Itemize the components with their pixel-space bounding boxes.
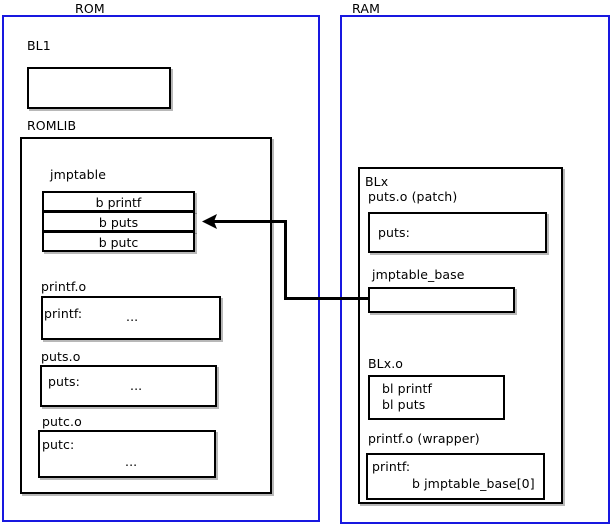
jmptable-label: jmptable xyxy=(50,167,107,182)
puts-patch-symbol: puts: xyxy=(378,225,410,240)
blx-o-line-1: bl printf xyxy=(382,381,433,396)
blx-container xyxy=(358,167,563,504)
ram-region xyxy=(340,15,610,524)
jmptable-row-2: b putc xyxy=(42,231,195,252)
jmptable-base-label: jmptable_base xyxy=(372,267,465,282)
printf-wrapper-line-2: b jmptable_base[0] xyxy=(412,476,535,491)
printf-wrapper-label: printf.o (wrapper) xyxy=(368,431,480,446)
printf-wrapper-box: printf: b jmptable_base[0] xyxy=(366,453,545,500)
puts-patch-label: puts.o (patch) xyxy=(368,189,458,204)
jmptable-row-1-text: b puts xyxy=(98,215,139,230)
rom-printf-o-box: printf: ... xyxy=(41,296,221,340)
rom-region-label: ROM xyxy=(75,1,105,16)
connector-segment-horizontal-upper xyxy=(212,220,287,223)
jmptable-base-box xyxy=(368,287,515,313)
romlib-label: ROMLIB xyxy=(27,118,77,133)
jmptable-row-1: b puts xyxy=(42,211,195,232)
bl1-label: BL1 xyxy=(27,38,51,53)
rom-putc-o-label: putc.o xyxy=(42,414,82,429)
printf-wrapper-line-1: printf: xyxy=(372,459,411,474)
rom-putc-ellipsis: ... xyxy=(125,454,138,469)
rom-puts-o-box: puts: ... xyxy=(40,365,217,407)
rom-printf-ellipsis: ... xyxy=(126,309,139,324)
ram-region-label: RAM xyxy=(352,1,381,16)
rom-putc-o-box: putc: ... xyxy=(38,430,216,478)
rom-puts-o-label: puts.o xyxy=(41,349,81,364)
jmptable-row-0-text: b printf xyxy=(95,195,142,210)
rom-puts-ellipsis: ... xyxy=(130,378,143,393)
blx-label: BLx xyxy=(365,174,389,189)
puts-patch-box: puts: xyxy=(368,212,547,253)
rom-puts-symbol: puts: xyxy=(48,374,80,389)
blx-o-line-2: bl puts xyxy=(382,397,426,412)
blx-o-label: BLx.o xyxy=(368,356,404,371)
rom-printf-o-label: printf.o xyxy=(41,279,87,294)
rom-region xyxy=(2,15,320,522)
connector-segment-horizontal-lower xyxy=(284,297,370,300)
blx-o-box: bl printf bl puts xyxy=(368,375,505,420)
rom-putc-symbol: putc: xyxy=(42,437,75,452)
jmptable-row-2-text: b putc xyxy=(98,235,139,250)
rom-printf-symbol: printf: xyxy=(44,306,83,321)
romlib-container xyxy=(20,137,272,494)
jmptable-row-0: b printf xyxy=(42,191,195,212)
bl1-box xyxy=(27,67,171,109)
connector-segment-vertical xyxy=(284,220,287,300)
